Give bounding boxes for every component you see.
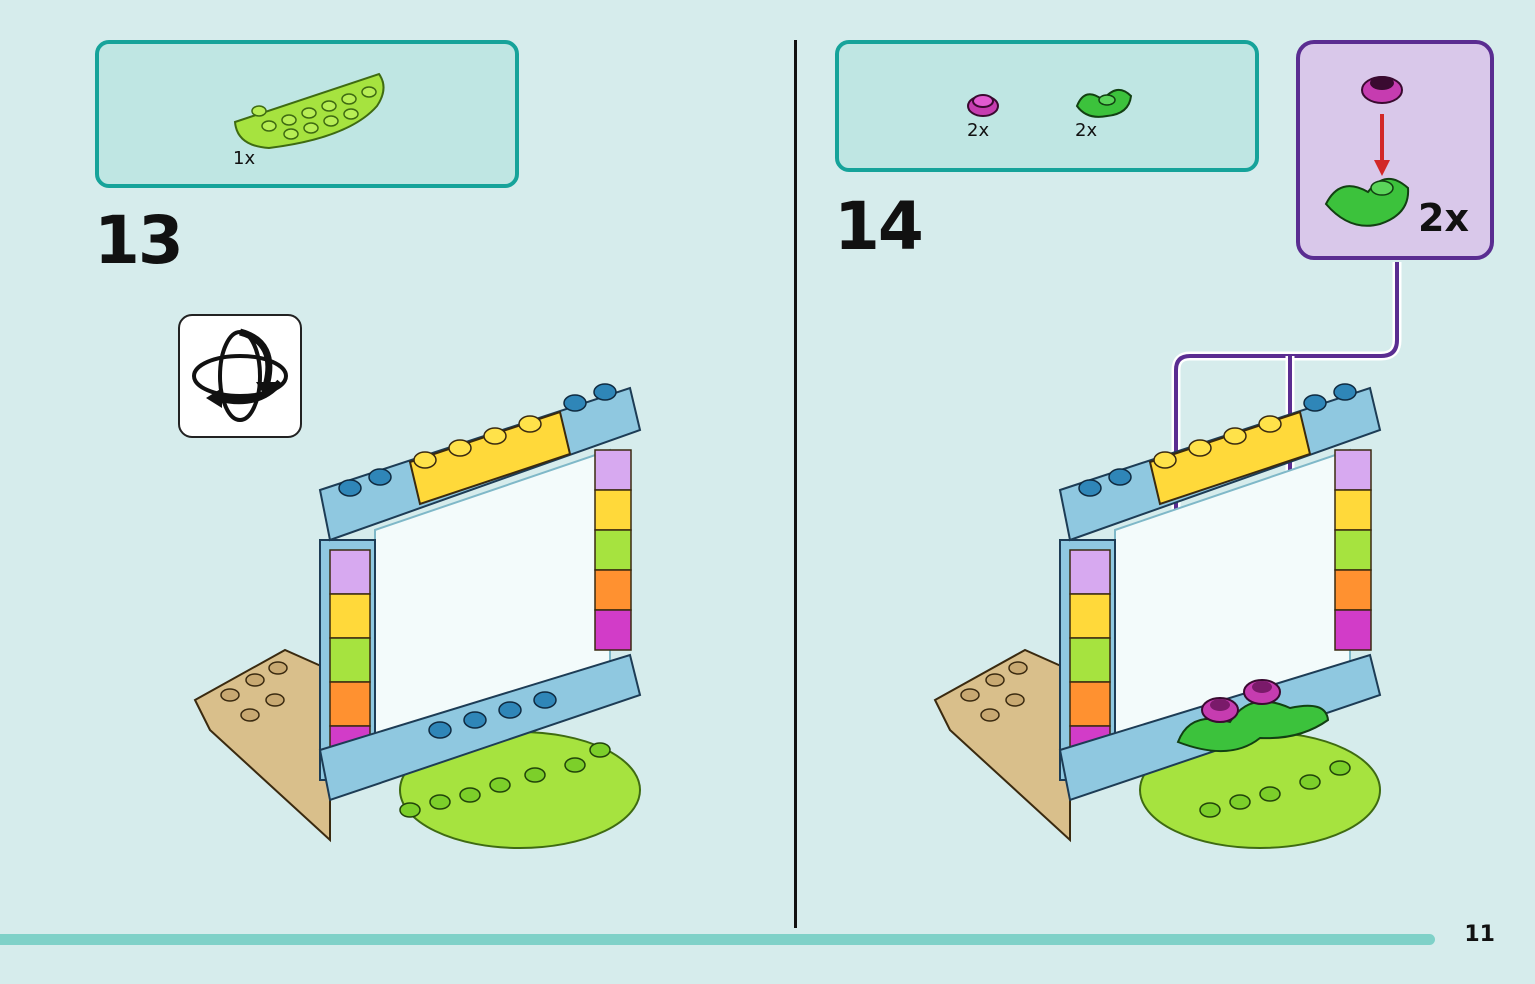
bottom-bar — [0, 934, 1435, 945]
step-divider — [794, 40, 797, 928]
subassembly-box — [1296, 40, 1494, 260]
subassembly-illustration — [1324, 76, 1410, 227]
page-number: 11 — [1464, 922, 1495, 947]
step-number: 13 — [94, 202, 184, 279]
subassembly-qty: 2x — [1418, 196, 1469, 240]
magenta-round-flower-plate-icon — [967, 94, 999, 117]
part-qty: 1x — [233, 148, 256, 169]
rotate-model-icon — [178, 314, 302, 438]
step14-model-illustration — [933, 383, 1382, 849]
step13-parts-box: 1x — [95, 40, 519, 188]
step13-model-illustration — [193, 383, 642, 849]
rotate-arrows-icon — [192, 328, 288, 422]
part-qty: 2x — [1075, 120, 1098, 141]
step-number: 14 — [834, 188, 924, 265]
part-qty: 2x — [967, 120, 990, 141]
lime-half-round-plate-icon — [233, 72, 385, 150]
step14-parts-box: 2x 2x — [835, 40, 1259, 172]
green-leaf-piece-icon — [1075, 89, 1133, 118]
